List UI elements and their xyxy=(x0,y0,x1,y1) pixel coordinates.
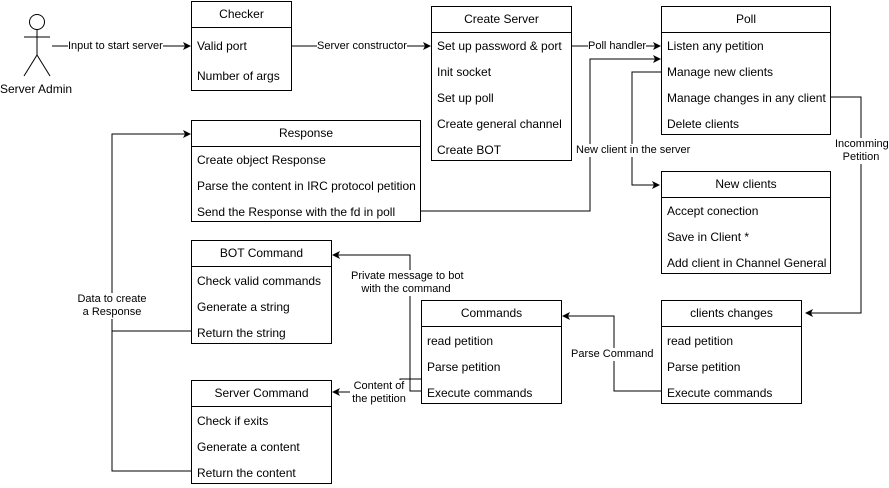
bot-command-box[interactable]: BOT Command Check valid commands Generat… xyxy=(191,240,332,344)
edge-label-data-response-line1: Data to create xyxy=(77,293,147,305)
poll-item: Manage new clients xyxy=(667,65,774,79)
edge-label-content-petition: Content of the petition xyxy=(350,380,408,406)
poll-item: Listen any petition xyxy=(667,39,764,53)
new-clients-item: Save in Client * xyxy=(667,230,750,244)
edge-label-new-client: New client in the server xyxy=(576,144,691,157)
server-command-box[interactable]: Server Command Check if exits Generate a… xyxy=(191,380,332,484)
edge-label-incomming-line2: Petition xyxy=(842,151,880,163)
edge-label-server-constructor: Server constructor xyxy=(317,40,407,53)
server-command-item: Return the content xyxy=(197,466,296,480)
new-clients-item: Accept conection xyxy=(667,204,759,218)
server-command-item: Generate a content xyxy=(197,440,300,454)
bot-command-item: Generate a string xyxy=(197,300,290,314)
server-command-title: Server Command xyxy=(192,381,331,407)
new-clients-item: Add client in Channel General xyxy=(667,256,827,270)
poll-item: Delete clients xyxy=(667,117,740,131)
edge-server-command-to-response xyxy=(111,331,192,472)
server-command-item: Check if exits xyxy=(197,414,269,428)
commands-item: read petition xyxy=(427,334,494,348)
commands-item: Parse petition xyxy=(427,360,501,374)
new-clients-title: New clients xyxy=(662,172,830,198)
poll-item: Manage changes in any client xyxy=(667,91,826,105)
bot-command-item: Check valid commands xyxy=(197,274,322,288)
clients-changes-item: Execute commands xyxy=(667,386,773,400)
edge-label-input-to-start: Input to start server xyxy=(68,40,163,53)
edge-poll-to-clients-changes xyxy=(805,96,862,317)
clients-changes-title: clients changes xyxy=(662,301,801,327)
clients-changes-item: read petition xyxy=(667,334,734,348)
clients-changes-box[interactable]: clients changes read petition Parse peti… xyxy=(661,300,802,404)
create-server-item: Create general channel xyxy=(437,117,562,131)
edge-label-data-response-line2: a Response xyxy=(82,306,142,318)
response-box[interactable]: Response Create object Response Parse th… xyxy=(191,120,421,222)
poll-title: Poll xyxy=(662,7,830,33)
edge-response-to-poll xyxy=(421,55,661,212)
create-server-item: Init socket xyxy=(437,65,492,79)
commands-title: Commands xyxy=(422,301,561,327)
bot-command-title: BOT Command xyxy=(192,241,331,267)
edge-label-private-message-line1: Private message to bot xyxy=(351,270,464,282)
edge-label-content-line1: Content of xyxy=(353,380,405,392)
commands-box[interactable]: Commands read petition Parse petition Ex… xyxy=(421,300,562,404)
clients-changes-item: Parse petition xyxy=(667,360,741,374)
checker-item: Number of args xyxy=(197,69,280,83)
edge-poll-to-new-clients xyxy=(631,71,662,189)
create-server-item: Set up poll xyxy=(437,91,494,105)
server-admin-label: Server Admin xyxy=(0,82,73,96)
edge-label-incomming-line1: Incomming xyxy=(835,138,889,150)
response-item: Parse the content in IRC protocol petiti… xyxy=(197,179,416,193)
edge-label-poll-handler: Poll handler xyxy=(588,40,647,53)
create-server-title: Create Server xyxy=(432,7,571,33)
edge-commands-to-bot-command xyxy=(332,251,422,392)
edge-label-content-line2: the petition xyxy=(352,393,406,405)
checker-item: Valid port xyxy=(197,39,247,53)
edge-label-parse-command: Parse Command xyxy=(571,348,654,361)
edge-label-incomming: Incomming Petition xyxy=(835,138,889,164)
checker-box[interactable]: Checker Valid port Number of args xyxy=(191,1,292,91)
response-title: Response xyxy=(192,121,420,147)
edge-label-private-message: Private message to bot with the command xyxy=(351,270,464,296)
response-item: Send the Response with the fd in poll xyxy=(197,205,396,219)
poll-box[interactable]: Poll Listen any petition Manage new clie… xyxy=(661,6,831,135)
new-clients-box[interactable]: New clients Accept conection Save in Cli… xyxy=(661,171,831,274)
create-server-item: Create BOT xyxy=(437,143,502,157)
bot-command-item: Return the string xyxy=(197,326,286,340)
create-server-item: Set up password & port xyxy=(437,39,562,53)
edge-label-private-message-line2: with the command xyxy=(361,283,451,295)
response-item: Create object Response xyxy=(197,153,326,167)
checker-title: Checker xyxy=(192,2,291,28)
create-server-box[interactable]: Create Server Set up password & port Ini… xyxy=(431,6,572,161)
edge-label-data-to-response: Data to create a Response xyxy=(75,293,149,319)
commands-item: Execute commands xyxy=(427,386,533,400)
server-admin-actor-icon xyxy=(23,14,51,77)
edge-commands-to-response xyxy=(111,130,192,332)
